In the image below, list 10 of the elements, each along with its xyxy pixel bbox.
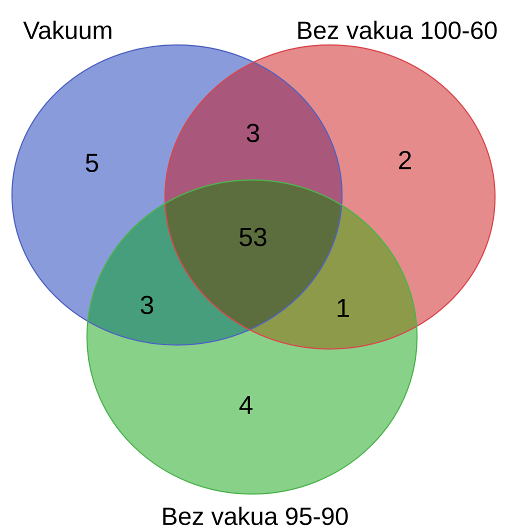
node-label: Bez vakua 95-90 — [163, 506, 348, 526]
region-count: 53 — [240, 228, 266, 246]
region-count: 1 — [338, 299, 349, 317]
region-count: 4 — [239, 396, 252, 414]
node-label: Bez vakua 100-60 — [298, 20, 497, 40]
region-count: 5 — [86, 154, 98, 172]
region-count: 2 — [399, 150, 411, 170]
region-count: 3 — [140, 296, 154, 314]
node-label: Vakuum — [23, 20, 112, 40]
region-count: 3 — [246, 124, 260, 142]
